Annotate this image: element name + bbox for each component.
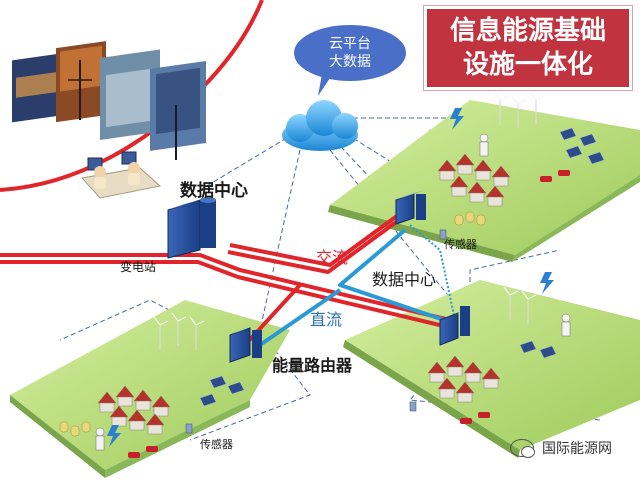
houses-cluster-right — [427, 355, 501, 403]
platform-bottom-left — [10, 300, 290, 478]
wireless-signal-icons — [107, 108, 554, 447]
watermark: 国际能源网 — [510, 438, 612, 458]
title-line2: 设施一体化 — [462, 50, 593, 80]
solar-panels — [199, 127, 605, 407]
cloud-icon — [282, 100, 358, 151]
energy-router-box-right — [439, 306, 470, 346]
sensor-devices — [185, 229, 447, 434]
label-datacenter-mid: 数据中心 — [372, 270, 437, 289]
electric-cars — [128, 170, 570, 458]
label-ac: 交流 — [316, 248, 349, 267]
wechat-icon — [510, 439, 535, 458]
ac-power-lines — [0, 208, 451, 347]
server-datacenter-top — [167, 196, 216, 259]
cloud-label-line2: 大数据 — [329, 54, 371, 70]
wind-turbines — [153, 91, 545, 350]
label-substation: 变电站 — [120, 260, 157, 274]
label-datacenter-top: 数据中心 — [180, 181, 248, 201]
cloud-platform-bubble — [294, 25, 406, 96]
energy-router-box-left — [229, 325, 262, 363]
people-figures — [95, 133, 571, 451]
photo-montage — [12, 41, 206, 160]
operators-illustration — [81, 151, 162, 199]
watermark-text: 国际能源网 — [542, 441, 612, 457]
cloud-platform-label: 云平台 大数据 — [296, 35, 404, 71]
title-line1: 信息能源基础 — [449, 16, 606, 46]
energy-router-box-top — [395, 190, 426, 225]
label-sensor-right: 传感器 — [444, 238, 477, 251]
houses-cluster-top — [437, 153, 511, 207]
label-sensor-left: 传感器 — [200, 438, 233, 451]
dc-power-lines — [258, 224, 456, 347]
label-energy-router: 能量路由器 — [272, 356, 353, 375]
houses-cluster-left — [97, 385, 171, 435]
label-dc: 直流 — [310, 310, 343, 329]
title-banner: 信息能源基础 设施一体化 — [424, 6, 632, 90]
cloud-label-line1: 云平台 — [329, 36, 371, 52]
storage-cylinders — [59, 211, 486, 437]
